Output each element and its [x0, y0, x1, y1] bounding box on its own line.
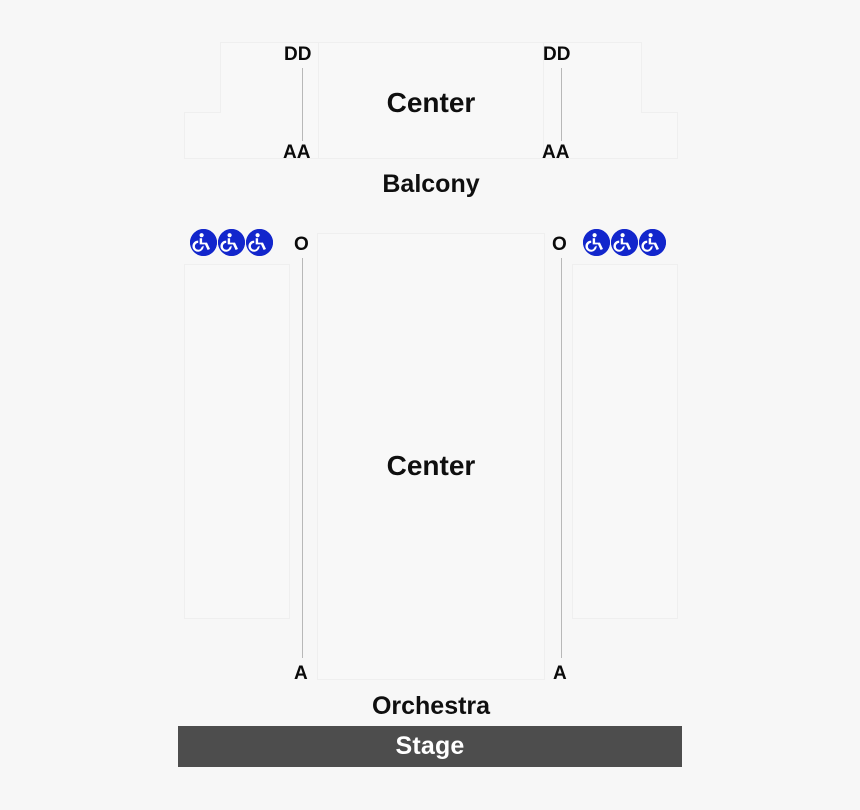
orchestra-aisle-left — [302, 258, 303, 658]
balcony-section-right-outline — [543, 42, 678, 159]
orchestra-center-label: Center — [386, 450, 476, 481]
wheelchair-icon[interactable] — [218, 229, 245, 256]
wheelchair-icon[interactable] — [246, 229, 273, 256]
orchestra-section-title: Orchestra — [371, 692, 491, 720]
wheelchair-icon[interactable] — [190, 229, 217, 256]
orchestra-section-center[interactable] — [317, 233, 545, 680]
wheelchair-icon[interactable] — [639, 229, 666, 256]
balcony-aisle-right — [561, 68, 562, 141]
orchestra-row-label-a-right: A — [553, 663, 567, 684]
orchestra-aisle-right — [561, 258, 562, 658]
accessible-seating-group-right[interactable] — [583, 229, 666, 256]
balcony-section-left-outline — [184, 42, 319, 159]
balcony-center-label: Center — [386, 87, 476, 118]
balcony-row-label-dd-left: DD — [284, 44, 312, 65]
balcony-row-label-aa-right: AA — [542, 142, 570, 163]
stage-label: Stage — [395, 732, 465, 760]
orchestra-section-right[interactable] — [572, 264, 678, 619]
balcony-section-title: Balcony — [382, 170, 480, 198]
orchestra-row-label-o-left: O — [294, 234, 309, 255]
balcony-section-center[interactable] — [318, 42, 544, 159]
orchestra-section-left[interactable] — [184, 264, 290, 619]
balcony-row-label-aa-left: AA — [283, 142, 311, 163]
accessible-seating-group-left[interactable] — [190, 229, 273, 256]
orchestra-row-label-o-right: O — [552, 234, 567, 255]
balcony-row-label-dd-right: DD — [543, 44, 571, 65]
orchestra-row-label-a-left: A — [294, 663, 308, 684]
stage-area: Stage — [178, 726, 682, 767]
wheelchair-icon[interactable] — [611, 229, 638, 256]
wheelchair-icon[interactable] — [583, 229, 610, 256]
balcony-aisle-left — [302, 68, 303, 141]
